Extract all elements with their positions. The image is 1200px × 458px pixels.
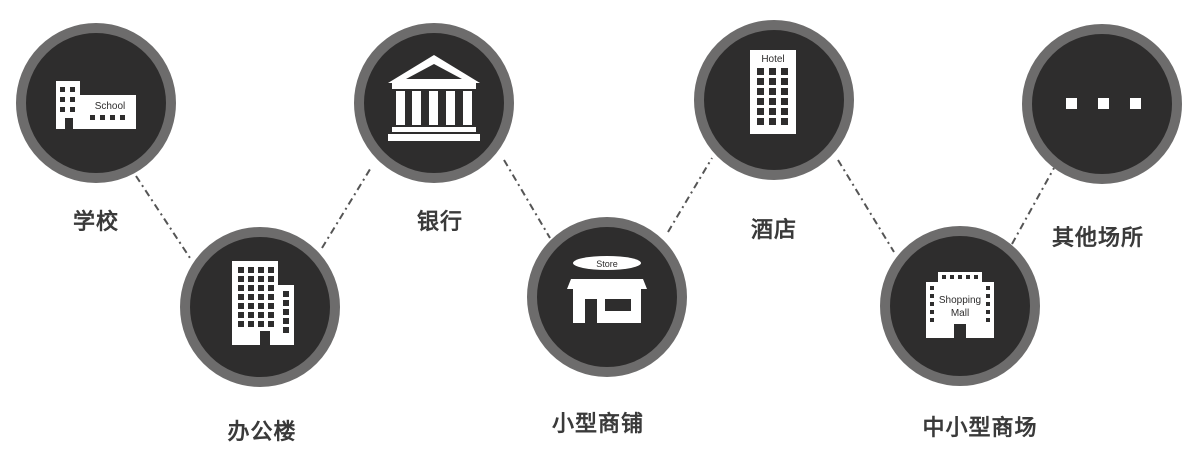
node-bank: [354, 23, 514, 183]
node-school: School: [16, 23, 176, 183]
node-mall: Shopping Mall: [880, 226, 1040, 386]
hotel-sign: Hotel: [761, 54, 784, 65]
label-store: 小型商铺: [551, 412, 645, 437]
bank-columns-icon: [388, 55, 480, 141]
connector-1: [135, 175, 191, 259]
mall-sign-line1: Shopping: [939, 295, 981, 306]
node-hotel: Hotel: [694, 20, 854, 180]
node-store: Store: [527, 217, 687, 377]
store-front-icon: Store: [567, 256, 647, 323]
school-sign: School: [95, 101, 126, 112]
connector-4: [667, 157, 713, 233]
ellipsis-icon: [1066, 98, 1141, 109]
node-office: [180, 227, 340, 387]
office-tower-icon: [232, 261, 294, 345]
school-building-icon: School: [56, 81, 136, 129]
node-others: [1022, 24, 1182, 184]
connector-3: [503, 159, 551, 239]
hotel-building-icon: Hotel: [750, 50, 796, 134]
store-sign: Store: [596, 259, 618, 269]
label-bank: 银行: [416, 210, 464, 235]
connector-5: [837, 159, 895, 253]
label-others: 其他场所: [1051, 226, 1145, 251]
label-mall: 中小型商场: [922, 416, 1038, 441]
shopping-mall-icon: Shopping Mall: [926, 272, 994, 338]
connector-2: [321, 165, 373, 249]
label-school: 学校: [72, 210, 120, 235]
label-office: 办公楼: [227, 420, 297, 445]
mall-sign-line2: Mall: [951, 308, 969, 319]
label-hotel: 酒店: [750, 218, 798, 243]
connector-6: [1011, 167, 1055, 245]
